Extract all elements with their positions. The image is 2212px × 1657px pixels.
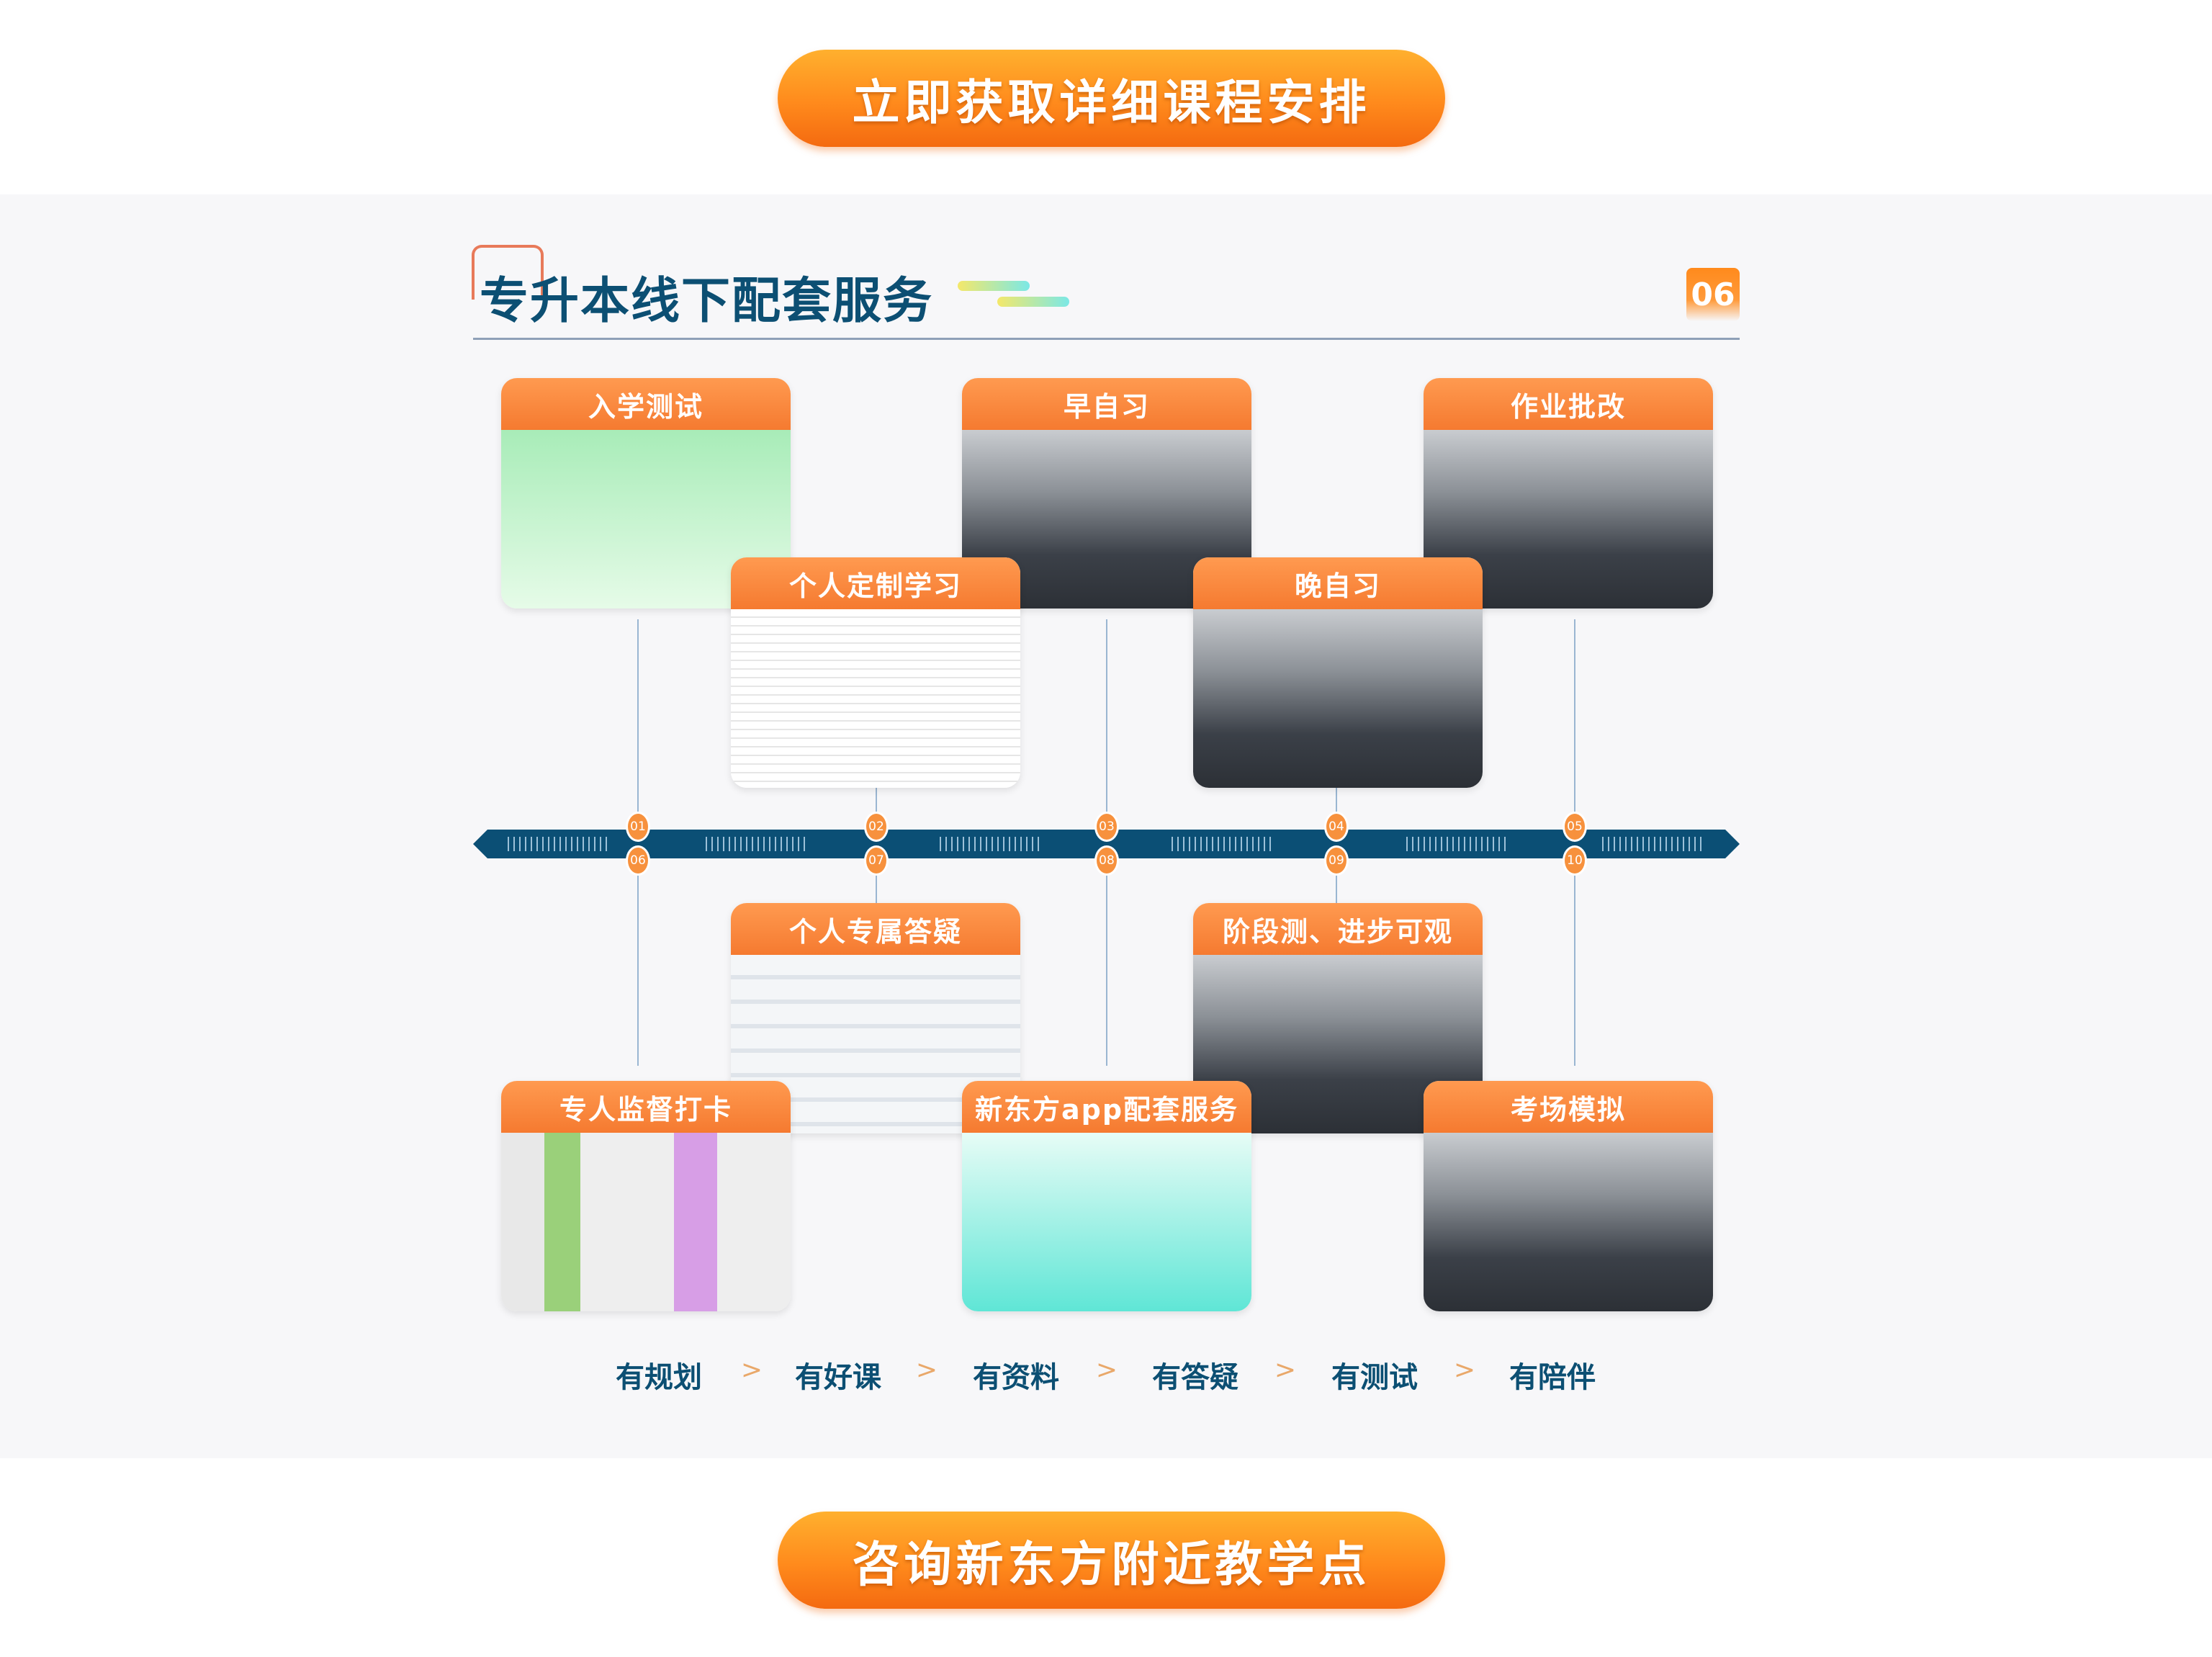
section-title: 专升本线下配套服务 [480,273,934,330]
timeline-ticks [508,837,608,851]
card-title: 新东方app配套服务 [962,1081,1251,1133]
chevron-right-icon: > [1095,1355,1118,1385]
timeline-node: 03 [1094,812,1119,842]
timeline-node: 02 [864,812,889,842]
card-evening-study[interactable]: 晚自习 [1193,557,1483,788]
card-mock-exam[interactable]: 考场模拟 [1424,1081,1713,1311]
decor-bar [958,281,1030,291]
card-title: 个人定制学习 [731,557,1020,609]
card-title: 入学测试 [501,378,791,430]
timeline-ticks [940,837,1040,851]
timeline-ticks [1602,837,1703,851]
chevron-right-icon: > [740,1355,763,1385]
card-custom-study[interactable]: 个人定制学习 [731,557,1020,788]
timeline-node: 05 [1563,812,1587,842]
feature-label: 有测试 [1331,1361,1418,1394]
timeline-node: 06 [626,845,650,876]
section-number-badge: 06 [1686,268,1740,321]
feature-label: 有规划 [616,1361,702,1394]
get-course-schedule-button[interactable]: 立即获取详细课程安排 [778,50,1445,147]
feature-label: 有资料 [973,1361,1059,1394]
card-title: 阶段测、进步可观 [1193,903,1483,955]
timeline-node: 08 [1094,845,1119,876]
book-icon [472,245,544,300]
chevron-right-icon: > [915,1355,938,1385]
timeline-node: 04 [1324,812,1349,842]
timeline-node: 07 [864,845,889,876]
feature-label: 有好课 [795,1361,881,1394]
divider [473,338,1740,340]
timeline-node: 10 [1563,845,1587,876]
timeline-ticks [706,837,806,851]
feature-label: 有陪伴 [1509,1361,1596,1394]
feature-label: 有答疑 [1152,1361,1238,1394]
timeline-node: 01 [626,812,650,842]
card-title: 个人专属答疑 [731,903,1020,955]
chevron-right-icon: > [1453,1355,1476,1385]
card-title: 晚自习 [1193,557,1483,609]
card-app-service[interactable]: 新东方app配套服务 [962,1081,1251,1311]
study-plan-document [731,609,1020,788]
timeline-node: 09 [1324,845,1349,876]
decor-bar [997,297,1069,307]
exam-room-photo [1424,1133,1713,1311]
card-title: 专人监督打卡 [501,1081,791,1133]
timeline-ticks [1406,837,1507,851]
classroom-photo [1193,609,1483,788]
chevron-right-icon: > [1274,1355,1297,1385]
app-screenshot [962,1133,1251,1311]
card-title: 作业批改 [1424,378,1713,430]
timeline-ticks [1172,837,1272,851]
card-supervision-checkin[interactable]: 专人监督打卡 [501,1081,791,1311]
consult-nearby-center-button[interactable]: 咨询新东方附近教学点 [778,1512,1445,1609]
checkin-spreadsheet [501,1133,791,1311]
card-title: 考场模拟 [1424,1081,1713,1133]
card-title: 早自习 [962,378,1251,430]
